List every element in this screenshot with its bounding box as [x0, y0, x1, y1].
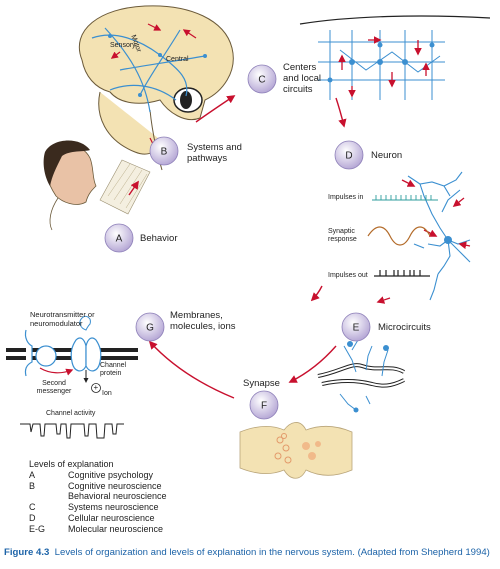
legend-text: Behavioral neuroscience	[68, 491, 167, 502]
label-impulses-in: Impulses in	[328, 194, 364, 201]
legend-code: E-G	[29, 523, 46, 534]
impulses-out-trace	[374, 270, 430, 277]
impulses-in-trace	[372, 195, 438, 201]
person-illustration	[43, 140, 97, 231]
step-label-centers: Centers and local circuits	[283, 62, 322, 95]
legend-row: D Cellular neuroscience	[29, 513, 167, 524]
step-letter: B	[161, 147, 168, 158]
legend-code	[29, 491, 68, 502]
membrane-illustration	[6, 315, 138, 393]
step-node-F: F	[249, 390, 279, 420]
label-impulses-out: Impulses out	[328, 272, 368, 279]
legend-row: C Systems neuroscience	[29, 502, 167, 513]
label-synaptic-response: Synaptic response	[328, 228, 357, 243]
legend-text: Molecular neuroscience	[68, 523, 164, 534]
step-letter: E	[353, 323, 360, 334]
step-label-systems: Systems and pathways	[187, 142, 242, 164]
brain-label-central: Central	[166, 56, 189, 63]
label-channel-activity: Channel activity	[46, 410, 96, 417]
channel-activity-trace	[20, 423, 124, 439]
step-letter: D	[345, 151, 352, 162]
figure-number: Figure 4.3	[4, 547, 50, 558]
step-letter: A	[116, 234, 123, 245]
step-label-synapse: Synapse	[243, 378, 280, 389]
legend-row: B Cognitive neuroscience	[29, 481, 167, 492]
neuron-illustration	[376, 171, 471, 304]
label-second-messenger: Second messenger	[36, 380, 72, 395]
figure-caption: Figure 4.3 Levels of organization and le…	[4, 547, 490, 558]
caption-text: Levels of organization and levels of exp…	[54, 547, 490, 558]
step-letter: G	[146, 323, 154, 334]
ion-plus-symbol: +	[93, 383, 99, 392]
step-label-neuron: Neuron	[371, 150, 403, 161]
step-letter: C	[258, 75, 265, 86]
legend-code: D	[29, 512, 36, 523]
legend-text: Systems neuroscience	[68, 502, 159, 513]
step-node-D: D	[334, 140, 364, 170]
paper-illustration	[99, 159, 151, 215]
legend-text: Cognitive psychology	[68, 469, 154, 480]
legend-text: Cognitive neuroscience	[68, 480, 162, 491]
legend-row: E-G Molecular neuroscience	[29, 524, 167, 535]
step-node-E: E	[341, 312, 371, 342]
brain-label-sensory: Sensory	[110, 42, 136, 49]
legend-title: Levels of explanation	[29, 459, 114, 469]
legend-code: C	[29, 502, 36, 513]
legend-row: A Cognitive psychology	[29, 470, 167, 481]
local-circuit-illustration	[299, 15, 491, 100]
step-label-microcircuits: Microcircuits	[378, 322, 431, 333]
cycle-arrows	[128, 95, 347, 399]
step-node-A: A	[104, 223, 134, 253]
label-ion: Ion	[102, 390, 112, 397]
step-letter: F	[261, 401, 267, 412]
step-node-C: C	[247, 64, 277, 94]
microcircuit-illustration	[317, 339, 405, 413]
step-label-membranes: Membranes, molecules, ions	[170, 310, 236, 332]
legend-row: Behavioral neuroscience	[29, 491, 167, 502]
step-label-behavior: Behavior	[140, 233, 178, 244]
step-node-B: B	[149, 136, 179, 166]
brain-illustration	[78, 5, 234, 171]
legend-code: A	[29, 469, 36, 480]
label-neurotransmitter: Neurotransmitter or neuromodulator	[30, 310, 95, 328]
synapse-illustration	[239, 422, 353, 479]
legend-code: B	[29, 480, 36, 491]
label-channel-protein: Channel protein	[100, 362, 127, 377]
synaptic-response-trace	[367, 226, 431, 246]
legend-text: Cellular neuroscience	[68, 512, 155, 523]
levels-legend: Levels of explanation A Cognitive psychol…	[29, 459, 167, 535]
step-node-G: G	[135, 312, 165, 342]
